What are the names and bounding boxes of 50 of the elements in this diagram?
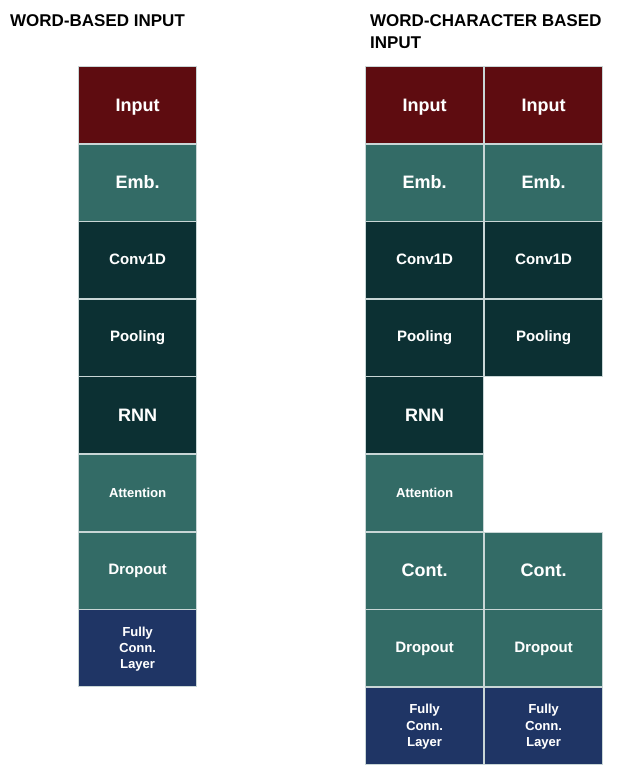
puzzle-piece — [365, 454, 484, 532]
puzzle-piece — [78, 532, 197, 610]
layer-label: Fully Conn. Layer — [118, 624, 157, 673]
puzzle-piece — [365, 144, 484, 222]
layer-label: Fully Conn. Layer — [524, 701, 563, 750]
layer-label: Dropout — [514, 638, 573, 658]
puzzle-piece — [365, 532, 484, 610]
puzzle-piece — [78, 144, 197, 222]
layer-label: Conv1D — [396, 250, 453, 270]
layer-label: Conv1D — [515, 250, 572, 270]
column-heading: WORD-CHARACTER BASED INPUT — [370, 10, 602, 54]
puzzle-piece — [78, 221, 197, 300]
puzzle-piece — [484, 686, 603, 765]
puzzle-piece — [484, 221, 603, 300]
puzzle-piece — [78, 66, 197, 144]
puzzle-piece — [365, 609, 484, 688]
layer-label: Input — [402, 94, 446, 116]
column-heading: WORD-BASED INPUT — [10, 10, 186, 32]
puzzle-piece — [78, 454, 197, 532]
layer-label: Input — [116, 94, 160, 116]
puzzle-piece — [484, 532, 603, 610]
layer-label: Pooling — [397, 328, 452, 348]
puzzle-piece — [365, 221, 484, 300]
puzzle-piece — [78, 609, 197, 688]
puzzle-piece — [365, 298, 484, 377]
layer-label: Cont. — [402, 559, 448, 582]
puzzle-piece — [484, 66, 603, 144]
puzzle-piece — [484, 298, 603, 377]
layer-label: Pooling — [516, 328, 571, 348]
puzzle-piece — [78, 298, 197, 377]
puzzle-piece — [365, 66, 484, 144]
layer-label: Attention — [396, 484, 454, 502]
puzzle-piece — [78, 376, 197, 454]
puzzle-piece — [484, 609, 603, 688]
layer-label: RNN — [405, 404, 444, 427]
layer-label: Dropout — [108, 561, 167, 580]
puzzle-piece — [365, 686, 484, 765]
layer-label: Fully Conn. Layer — [405, 701, 444, 750]
layer-label: Emb. — [521, 171, 566, 194]
layer-label: RNN — [118, 404, 157, 427]
puzzle-piece — [484, 144, 603, 222]
layer-label: Pooling — [110, 328, 165, 348]
layer-label: Conv1D — [109, 250, 166, 270]
puzzle-piece — [365, 376, 484, 454]
layer-label: Emb. — [402, 171, 446, 194]
layer-label: Input — [522, 94, 566, 116]
layer-label: Dropout — [395, 638, 454, 658]
layer-label: Emb. — [115, 171, 160, 194]
layer-label: Attention — [108, 484, 166, 502]
layer-label: Cont. — [520, 559, 566, 582]
